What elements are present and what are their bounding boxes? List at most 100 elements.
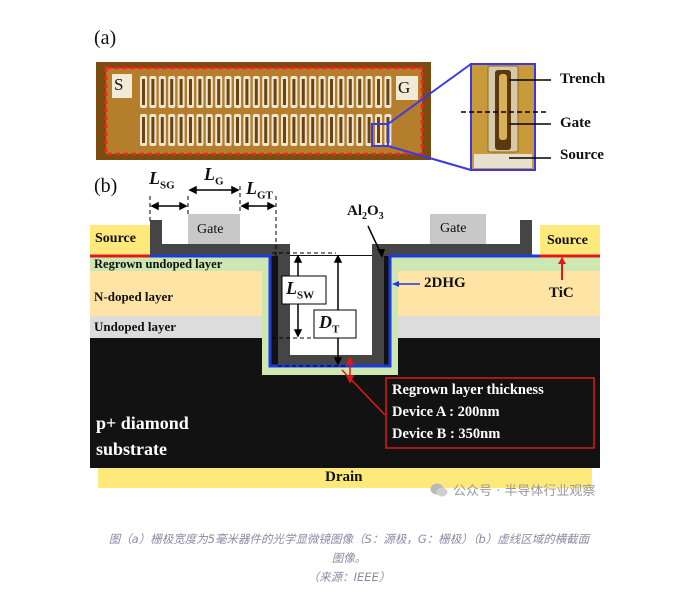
- gate-finger-trench: [301, 79, 305, 105]
- gate-finger-trench: [311, 117, 315, 143]
- gate-finger-trench: [207, 117, 211, 143]
- gate-left-block: [188, 214, 240, 244]
- source-right-block: [540, 225, 600, 255]
- gate-finger-trench: [170, 79, 174, 105]
- gate-finger-trench: [189, 79, 192, 105]
- gate-finger-trench: [292, 117, 296, 143]
- caption-line-2: 图像。: [331, 551, 367, 565]
- dim-lg-label: LG: [204, 164, 224, 188]
- gate-finger-trench: [207, 79, 211, 105]
- gate-finger-trench: [377, 117, 380, 143]
- pad-source-label: S: [114, 75, 124, 94]
- gate-pad: [396, 76, 418, 100]
- ndoped-layer-label: N-doped layer: [94, 289, 174, 304]
- al2o3-label: Al2O3: [347, 203, 384, 222]
- gate-finger-trench: [330, 117, 333, 143]
- gate-finger-trench: [358, 117, 362, 143]
- drain-block: [98, 468, 592, 488]
- gate-finger-trench: [142, 79, 145, 105]
- gate-finger-trench: [348, 117, 352, 143]
- regrown-thickness-box: [385, 377, 595, 449]
- gate-finger-trench: [301, 117, 305, 143]
- dim-dt-label: DT: [319, 312, 340, 336]
- gate-finger-trench: [160, 117, 164, 143]
- source-left-label: Source: [95, 231, 136, 246]
- gate-finger-trench: [236, 79, 239, 105]
- watermark: 公众号 · 半导体行业观察: [430, 480, 595, 499]
- tic-label: TiC: [549, 285, 574, 301]
- cross-section-diagram: [90, 185, 600, 488]
- substrate-label-line1: p+ diamond: [96, 413, 189, 433]
- gate-finger-trench: [179, 79, 183, 105]
- regrown-layer-label: Regrown undoped layer: [94, 257, 223, 271]
- watermark-text: 公众号 · 半导体行业观察: [453, 484, 596, 499]
- gate-finger-trench: [217, 117, 221, 143]
- gate-finger-trench: [367, 117, 371, 143]
- gate-finger-trench: [264, 79, 268, 105]
- gate-fingers: [140, 76, 392, 146]
- regrown-box-title: Regrown layer thickness: [392, 382, 544, 398]
- dim-lgt-label: LGT: [246, 178, 273, 202]
- figure-caption: 图（a）栅极宽度为5毫米器件的光学显微镜图像（S：源极，G：栅极）（b）虚线区域…: [20, 530, 678, 587]
- zoom-region-box: [371, 123, 389, 147]
- drain-label: Drain: [325, 469, 363, 485]
- dim-lsw-label: LSW: [286, 278, 315, 302]
- gate-finger-trench: [198, 79, 202, 105]
- regrown-box-device-b: Device B : 350nm: [392, 426, 501, 442]
- optical-micrograph: [96, 62, 551, 171]
- dim-lsg-label: LSG: [149, 168, 175, 192]
- caption-line-3: （来源：IEEE）: [307, 570, 391, 584]
- caption-line-1: 图（a）栅极宽度为5毫米器件的光学显微镜图像（S：源极，G：栅极）（b）虚线区域…: [108, 532, 590, 546]
- dim-lg-sub: G: [215, 175, 224, 188]
- gate-finger-trench: [236, 117, 239, 143]
- gate-finger-trench: [254, 79, 258, 105]
- regrown-box-device-a: Device A : 200nm: [392, 404, 500, 420]
- gate-finger-trench: [348, 79, 352, 105]
- gate-right-label: Gate: [440, 221, 467, 236]
- dim-lsg-sub: SG: [160, 179, 175, 192]
- source-pad: [112, 74, 132, 98]
- pad-gate-label: G: [398, 78, 411, 97]
- wechat-icon: [430, 483, 448, 496]
- gate-finger-trench: [160, 79, 164, 105]
- gate-left-label: Gate: [197, 222, 224, 237]
- gate-finger-trench: [254, 117, 258, 143]
- gate-finger-trench: [264, 117, 268, 143]
- panel-b-label: (b): [94, 175, 118, 197]
- gate-finger-trench: [386, 79, 390, 105]
- source-left-block: [90, 225, 150, 255]
- gate-finger-trench: [320, 79, 324, 105]
- gate-finger-trench: [245, 79, 249, 105]
- gate-finger-trench: [142, 117, 145, 143]
- undoped-layer-label: Undoped layer: [94, 319, 176, 334]
- gate-finger-trench: [170, 117, 174, 143]
- gate-finger-trench: [339, 79, 343, 105]
- panel-a-label: (a): [94, 27, 117, 49]
- gate-finger-trench: [226, 117, 230, 143]
- gate-right-block: [430, 214, 486, 244]
- gate-finger-trench: [198, 117, 202, 143]
- gate-finger-trench: [320, 117, 324, 143]
- gate-finger-trench: [151, 117, 155, 143]
- gate-finger-trench: [330, 79, 333, 105]
- gate-finger-trench: [245, 117, 249, 143]
- gate-finger-trench: [151, 79, 155, 105]
- gate-finger-trench: [217, 79, 221, 105]
- gate-finger-trench: [367, 79, 371, 105]
- zoom-gate-label: Gate: [560, 115, 591, 131]
- substrate-label-line2: substrate: [96, 439, 167, 459]
- al2o3-sub-2: 2: [362, 211, 367, 222]
- red-dashed-outline: [104, 66, 424, 156]
- al2o3-sub-3: 3: [378, 211, 384, 222]
- dim-lsw-sub: SW: [297, 289, 315, 302]
- gate-finger-trench: [311, 79, 315, 105]
- dim-dt-sub: T: [332, 323, 340, 336]
- gate-finger-trench: [283, 117, 286, 143]
- gate-finger-trench: [179, 117, 183, 143]
- gate-finger-trench: [339, 117, 343, 143]
- zoom-source-label: Source: [560, 147, 604, 163]
- gate-finger-trench: [273, 117, 277, 143]
- gate-finger-trench: [358, 79, 362, 105]
- zoom-trench-label: Trench: [560, 71, 606, 87]
- 2dhg-label: 2DHG: [424, 275, 466, 291]
